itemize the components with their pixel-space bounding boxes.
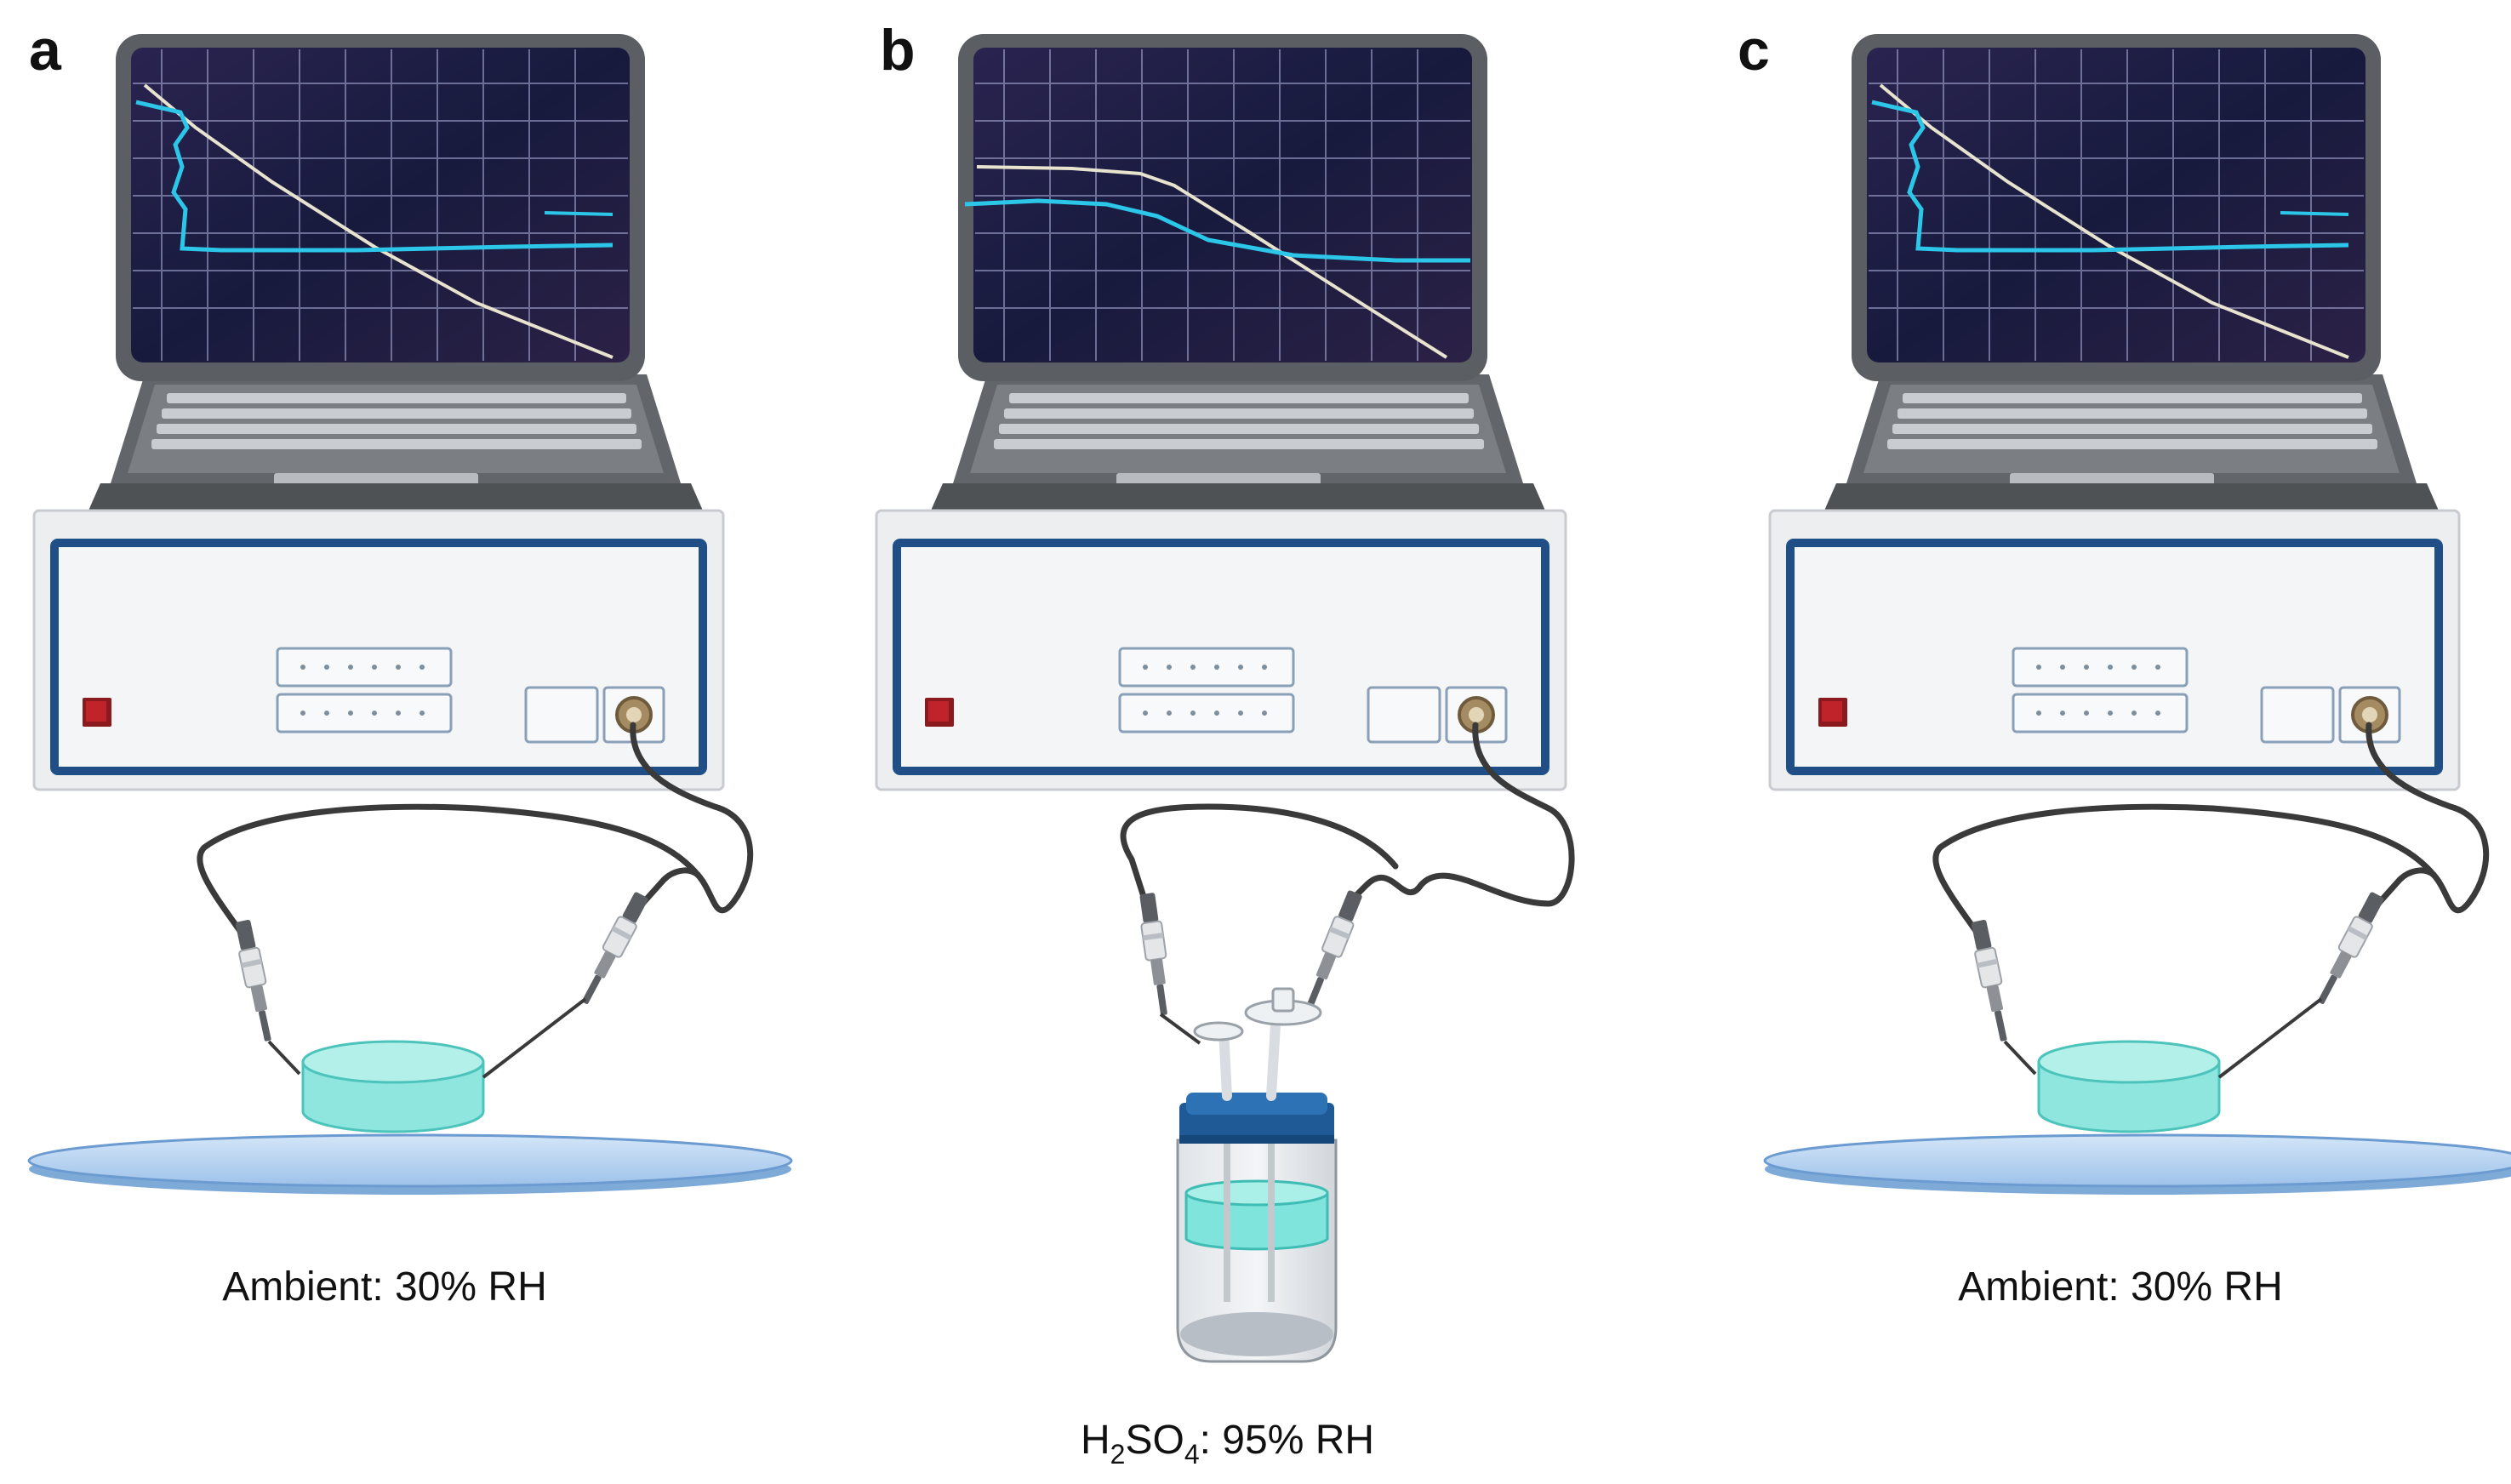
panel-c: c Ambient: 30% RH [1738, 18, 2511, 1310]
caption-part: SO [1125, 1418, 1184, 1463]
laptop [930, 33, 1546, 511]
caption-part: : 95% RH [1200, 1418, 1374, 1463]
instrument-box [876, 511, 1566, 790]
caption-part: H [1081, 1418, 1110, 1463]
panel-caption-b: H2SO4: 95% RH [1081, 1418, 1374, 1470]
trace-white [1879, 83, 2349, 359]
instrument-box [34, 511, 723, 790]
trace-white [976, 165, 1448, 359]
panel-b: b H2SO4: 95% RH [876, 18, 1575, 1470]
laptop [1823, 33, 2440, 511]
trace-cyan [1871, 100, 2349, 253]
trace-cyan [135, 100, 613, 253]
laptop [88, 33, 704, 511]
panel-letter-c: c [1738, 18, 1770, 83]
trace-cyan-short [544, 211, 613, 216]
instrument-box [1770, 511, 2459, 790]
oscilloscope-screen-b [964, 165, 1470, 359]
panel-a: a Ambient: 30% RH [29, 18, 791, 1310]
oscilloscope-screen-a [135, 83, 613, 359]
glass-bottle [1176, 1093, 1338, 1363]
panel-letter-a: a [29, 18, 62, 83]
panel-caption-a: Ambient: 30% RH [222, 1264, 547, 1310]
trace-white [143, 83, 613, 359]
subscript-2: 2 [1110, 1439, 1126, 1470]
cable [1120, 803, 1399, 905]
panel-letter-b: b [880, 18, 916, 83]
bottle-setup-b [1120, 722, 1575, 1363]
sample-dish-setup-a [29, 725, 791, 1195]
panel-caption-c: Ambient: 30% RH [1958, 1264, 2283, 1310]
oscilloscope-screen-c [1871, 83, 2349, 359]
sample-dish-setup-c [1765, 725, 2511, 1195]
trace-cyan-short [2280, 211, 2349, 216]
subscript-4: 4 [1184, 1439, 1200, 1470]
electrode-tubes [1193, 987, 1322, 1101]
cable [1346, 722, 1575, 907]
trace-cyan [964, 198, 1470, 263]
